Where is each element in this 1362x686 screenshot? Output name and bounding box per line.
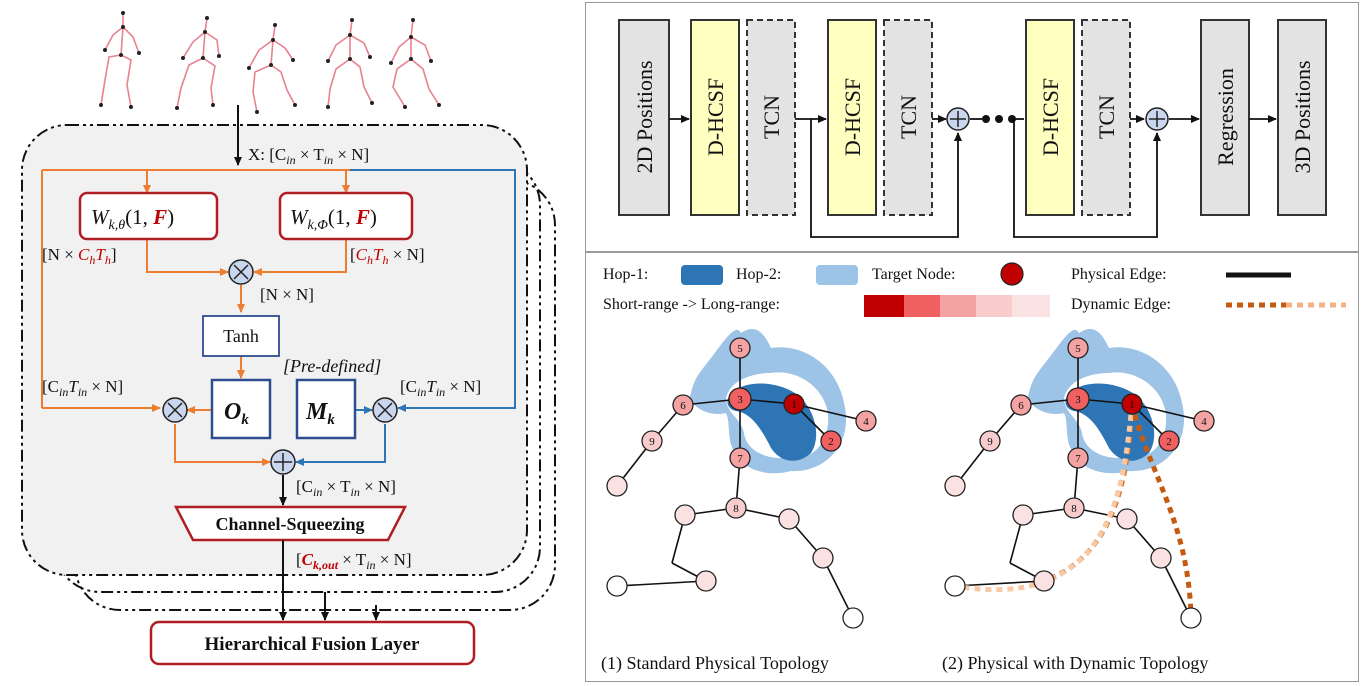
multiply-node-right <box>372 397 398 423</box>
sum-node-1 <box>946 107 970 131</box>
topology-svg: Hop-1: Hop-2: Target Node: Physical Edge… <box>601 262 1346 674</box>
svg-text:TCN: TCN <box>896 95 921 139</box>
graph1-node-labels: 1 2 3 4 5 6 7 8 9 <box>649 343 869 515</box>
ok-box <box>210 378 272 440</box>
svg-text:3D Positions: 3D Positions <box>1290 60 1315 173</box>
legend-hop1-swatch <box>681 265 723 285</box>
svg-text:1: 1 <box>791 399 797 411</box>
sum-dim-label: [Cin × Tin × N] <box>296 477 396 499</box>
legend-hop1-label: Hop-1: <box>603 266 648 283</box>
module-svg: X: [Cin × Tin × N] Wk,θ(1, F) Wk,Φ(1, F)… <box>21 11 556 666</box>
block-dhcsf-2: D-HCSF <box>827 19 877 216</box>
pipeline-diagram: 2D Positions D-HCSF TCN D-HCSF TCN D-HCS… <box>585 2 1359 252</box>
multiply-node-left <box>162 397 188 423</box>
mk-label: Mk <box>305 399 335 428</box>
block-2d-positions: 2D Positions <box>618 19 670 216</box>
tanh-label: Tanh <box>223 326 259 346</box>
svg-text:7: 7 <box>1075 453 1081 465</box>
svg-text:1: 1 <box>1129 399 1135 411</box>
blue-branch-lines <box>295 169 516 466</box>
block-regression: Regression <box>1200 19 1250 216</box>
legend-hop2-swatch <box>816 265 858 285</box>
w-theta-label: Wk,θ(1, F) <box>91 205 174 233</box>
w-theta-box <box>78 191 219 241</box>
legend-target-swatch <box>1000 262 1024 286</box>
multiply-node-top <box>228 259 254 285</box>
input-shape-label: X: [Cin × Tin × N] <box>248 145 369 167</box>
svg-text:9: 9 <box>987 436 993 448</box>
sum-node-2 <box>1145 107 1169 131</box>
svg-text:5: 5 <box>1075 343 1081 355</box>
svg-text:D-HCSF: D-HCSF <box>1038 78 1063 156</box>
block-3d-positions: 3D Positions <box>1277 19 1327 216</box>
svg-text:4: 4 <box>863 416 869 428</box>
svg-text:2D Positions: 2D Positions <box>632 60 657 173</box>
block-tcn-2: TCN <box>883 19 933 216</box>
svg-text:3: 3 <box>1075 394 1081 406</box>
channel-squeezing-label: Channel-Squeezing <box>215 514 364 534</box>
svg-text:9: 9 <box>649 436 655 448</box>
tanh-box <box>202 315 280 357</box>
svg-text:3: 3 <box>737 394 743 406</box>
ellipsis-dots <box>982 115 1016 123</box>
svg-text:6: 6 <box>680 400 686 412</box>
dynamic-edges <box>954 403 1194 619</box>
pipeline-svg: 2D Positions D-HCSF TCN D-HCSF TCN D-HCS… <box>618 19 1327 238</box>
legend-physical-label: Physical Edge: <box>1071 266 1167 283</box>
svg-text:2: 2 <box>828 436 834 448</box>
legend-target-label: Target Node: <box>872 266 955 283</box>
skeleton-sequence-icon <box>100 13 440 113</box>
skeleton-joint-dots <box>99 11 441 114</box>
block-dhcsf-1: D-HCSF <box>690 19 740 216</box>
d-hcsf-module-diagram: X: [Cin × Tin × N] Wk,θ(1, F) Wk,Φ(1, F)… <box>0 0 575 681</box>
dim-label-left: [N × ChTh] <box>42 245 117 267</box>
w-phi-label: Wk,Φ(1, F) <box>290 205 377 233</box>
caption-dynamic-topology: (2) Physical with Dynamic Topology <box>942 653 1208 674</box>
channel-squeezing-block <box>173 505 408 542</box>
svg-text:5: 5 <box>737 343 743 355</box>
nn-label: [N × N] <box>260 285 314 304</box>
svg-text:8: 8 <box>1071 503 1077 515</box>
block-dhcsf-3: D-HCSF <box>1025 19 1075 216</box>
legend-range-label: Short-range -> Long-range: <box>603 296 780 313</box>
legend-dynamic-label: Dynamic Edge: <box>1071 296 1171 313</box>
caption-standard-topology: (1) Standard Physical Topology <box>601 653 829 674</box>
svg-text:TCN: TCN <box>759 95 784 139</box>
legend-hop2-label: Hop-2: <box>736 266 781 283</box>
svg-text:8: 8 <box>733 503 739 515</box>
block-tcn-1: TCN <box>746 19 796 216</box>
svg-text:6: 6 <box>1018 400 1024 412</box>
svg-text:TCN: TCN <box>1094 95 1119 139</box>
mk-box <box>295 378 357 440</box>
graph-dynamic-topology: 1 2 3 4 5 6 7 8 9 <box>944 328 1215 629</box>
svg-text:Regression: Regression <box>1213 68 1238 166</box>
sum-node <box>270 449 296 475</box>
cin-label-left: [CinTin × N] <box>42 377 123 399</box>
block-tcn-3: TCN <box>1081 19 1131 216</box>
w-phi-box <box>278 191 414 241</box>
hierarchical-fusion-label: Hierarchical Fusion Layer <box>205 634 421 655</box>
cin-label-right: [CinTin × N] <box>400 377 481 399</box>
svg-text:D-HCSF: D-HCSF <box>703 78 728 156</box>
graph-standard-topology: 1 2 3 4 5 6 7 8 9 <box>606 328 877 629</box>
dim-label-right: [ChTh × N] <box>350 245 425 267</box>
hierarchical-fusion-box <box>149 620 476 666</box>
legend-range-swatch <box>864 295 1050 317</box>
output-dim-label: [Ck,out × Tin × N] <box>296 550 412 572</box>
svg-text:7: 7 <box>737 453 743 465</box>
predefined-label: [Pre-defined] <box>283 356 381 376</box>
svg-text:D-HCSF: D-HCSF <box>840 78 865 156</box>
ok-label: Ok <box>224 399 249 428</box>
topology-comparison: Hop-1: Hop-2: Target Node: Physical Edge… <box>585 252 1359 682</box>
svg-text:4: 4 <box>1201 416 1207 428</box>
svg-text:2: 2 <box>1166 436 1172 448</box>
graph1-nodes <box>606 337 877 629</box>
